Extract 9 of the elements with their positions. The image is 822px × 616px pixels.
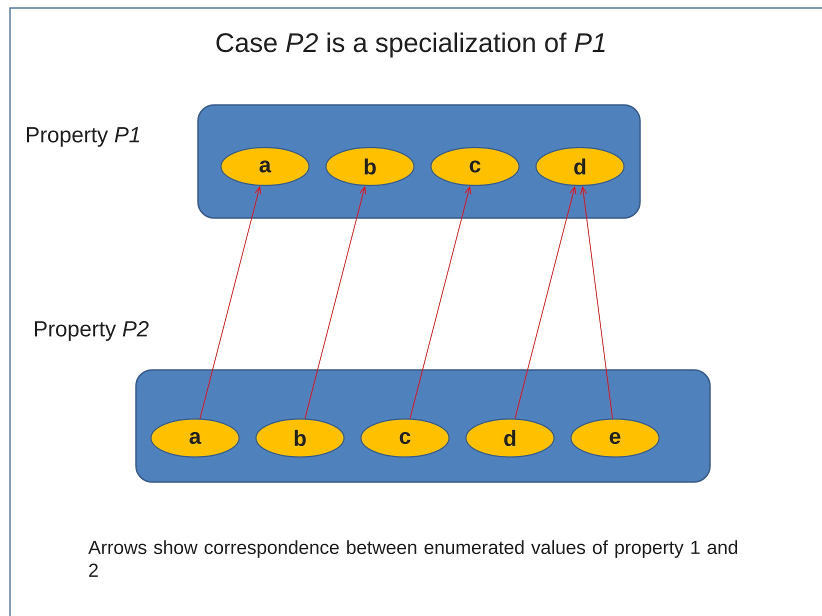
box-heading: Property P1 — [27, 127, 140, 147]
arrow — [200, 186, 262, 419]
arrow — [514, 186, 576, 419]
box-heading: Property P2 — [35, 321, 149, 341]
arrow — [304, 186, 366, 419]
note: Arrows show correspondence between enumerated values of property 1 and 2 — [88, 540, 738, 577]
arrow — [580, 186, 613, 419]
title: Case P2 is a specialization of P1 — [216, 32, 605, 58]
arrow — [410, 186, 472, 419]
